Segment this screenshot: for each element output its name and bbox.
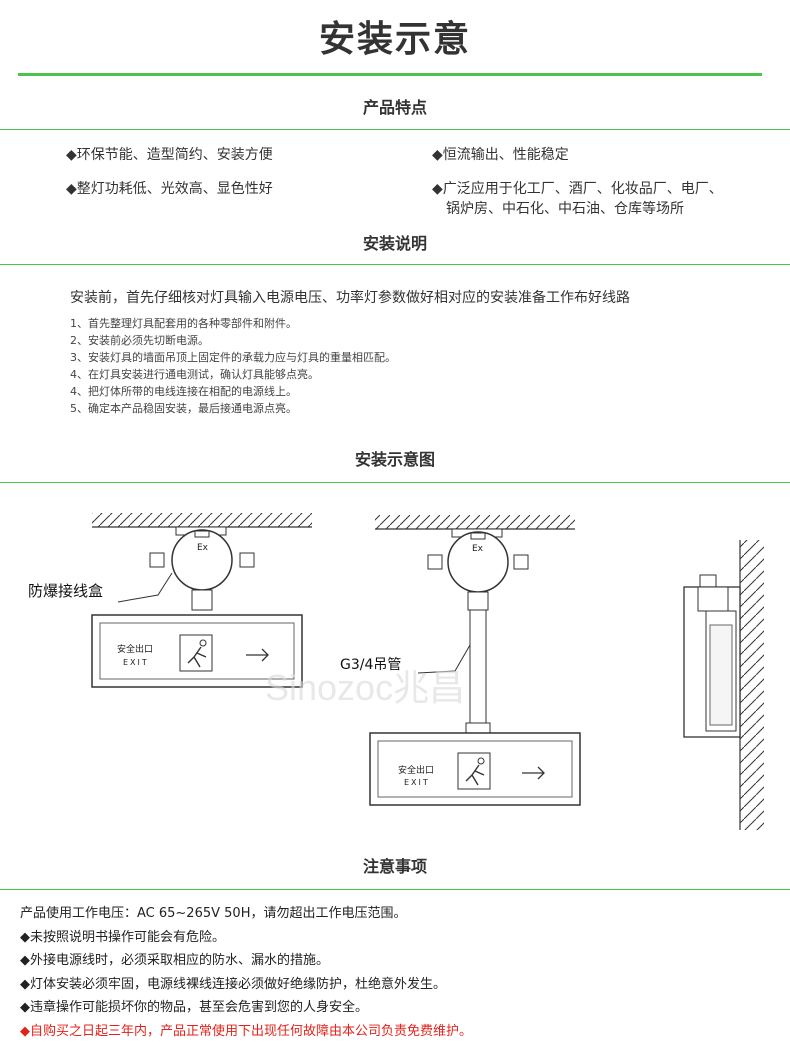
instructions-divider bbox=[0, 264, 790, 265]
instructions-intro: 安装前，首先仔细核对灯具输入电源电压、功率灯参数做好相对应的安装准备工作布好线路 bbox=[70, 290, 630, 306]
diagram-heading: 安装示意图 bbox=[354, 450, 435, 469]
instruction-step: 4、在灯具安装进行通电测试，确认灯具能够点亮。 bbox=[70, 368, 319, 381]
instruction-step: 5、确定本产品稳固安装，最后接通电源点亮。 bbox=[70, 402, 297, 415]
wall-mount-assembly bbox=[683, 540, 764, 830]
instruction-step: 1、首先整理灯具配套用的各种零部件和附件。 bbox=[70, 317, 297, 330]
junction-box-shape bbox=[171, 529, 233, 591]
note-line: ◆未按照说明书操作可能会有危险。 bbox=[20, 929, 225, 945]
ceiling-mount-assembly: Ex 安全出口 EXIT bbox=[91, 513, 312, 688]
feature-item: 锅炉房、中石化、中石油、仓库等场所 bbox=[446, 201, 684, 217]
pipe-label: G3/4吊管 bbox=[340, 657, 401, 673]
instruction-step: 3、安装灯具的墙面吊顶上固定件的承载力应与灯具的重量相匹配。 bbox=[70, 351, 396, 364]
g34-pipe bbox=[469, 609, 487, 731]
junction-box-label: 防爆接线盒 bbox=[28, 582, 103, 600]
notes-list: 产品使用工作电压：AC 65~265V 50H，请勿超出工作电压范围。 ◆未按照… bbox=[20, 902, 472, 1043]
exit-sign-cn: 安全出口 bbox=[398, 764, 434, 776]
exit-sign-cn: 安全出口 bbox=[117, 643, 153, 655]
notes-divider bbox=[0, 889, 790, 890]
arrow-right-icon bbox=[522, 766, 545, 780]
note-line: ◆违章操作可能损坏你的物品，甚至会危害到您的人身安全。 bbox=[20, 1000, 368, 1015]
instructions-heading: 安装说明 bbox=[362, 234, 427, 253]
feature-item: ◆广泛应用于化工厂、酒厂、化妆品厂、电厂、 bbox=[432, 181, 723, 197]
installation-diagram: Ex 安全出口 EXIT 防爆接线盒 Ex 安全出口 EXIT bbox=[28, 513, 764, 830]
diagram-divider bbox=[0, 482, 790, 483]
pendant-mount-assembly: Ex 安全出口 EXIT bbox=[369, 515, 581, 806]
features-heading: 产品特点 bbox=[362, 98, 427, 117]
instruction-step: 2、安装前必须先切断电源。 bbox=[70, 334, 209, 347]
title-divider bbox=[18, 73, 762, 76]
notes-heading: 注意事项 bbox=[362, 857, 427, 876]
feature-item: ◆恒流输出、性能稳定 bbox=[432, 147, 569, 163]
note-line: 产品使用工作电压：AC 65~265V 50H，请勿超出工作电压范围。 bbox=[20, 906, 407, 921]
exit-sign-en: EXIT bbox=[123, 658, 149, 667]
feature-item: ◆环保节能、造型简约、安装方便 bbox=[66, 147, 273, 163]
note-line: ◆外接电源线时，必须采取相应的防水、漏水的措施。 bbox=[20, 953, 329, 968]
feature-item: ◆整灯功耗低、光效高、显色性好 bbox=[66, 181, 273, 197]
page-title: 安装示意 bbox=[318, 19, 471, 60]
ex-mark: Ex bbox=[472, 544, 484, 554]
instruction-step: 4、把灯体所带的电线连接在相配的电源线上。 bbox=[70, 385, 297, 398]
instruction-steps: 1、首先整理灯具配套用的各种零部件和附件。 2、安装前必须先切断电源。 3、安装… bbox=[70, 315, 396, 417]
exit-sign-en: EXIT bbox=[404, 778, 430, 787]
arrow-right-icon bbox=[246, 648, 269, 662]
watermark: Sinozoc兆昌 bbox=[265, 667, 465, 708]
warranty-line: ◆自购买之日起三年内，产品正常使用下出现任何故障由本公司负责免费维护。 bbox=[20, 1023, 472, 1039]
ex-mark: Ex bbox=[197, 543, 209, 553]
note-line: ◆灯体安装必须牢固，电源线裸线连接必须做好绝缘防护，杜绝意外发生。 bbox=[20, 976, 446, 992]
features-divider bbox=[0, 129, 790, 130]
